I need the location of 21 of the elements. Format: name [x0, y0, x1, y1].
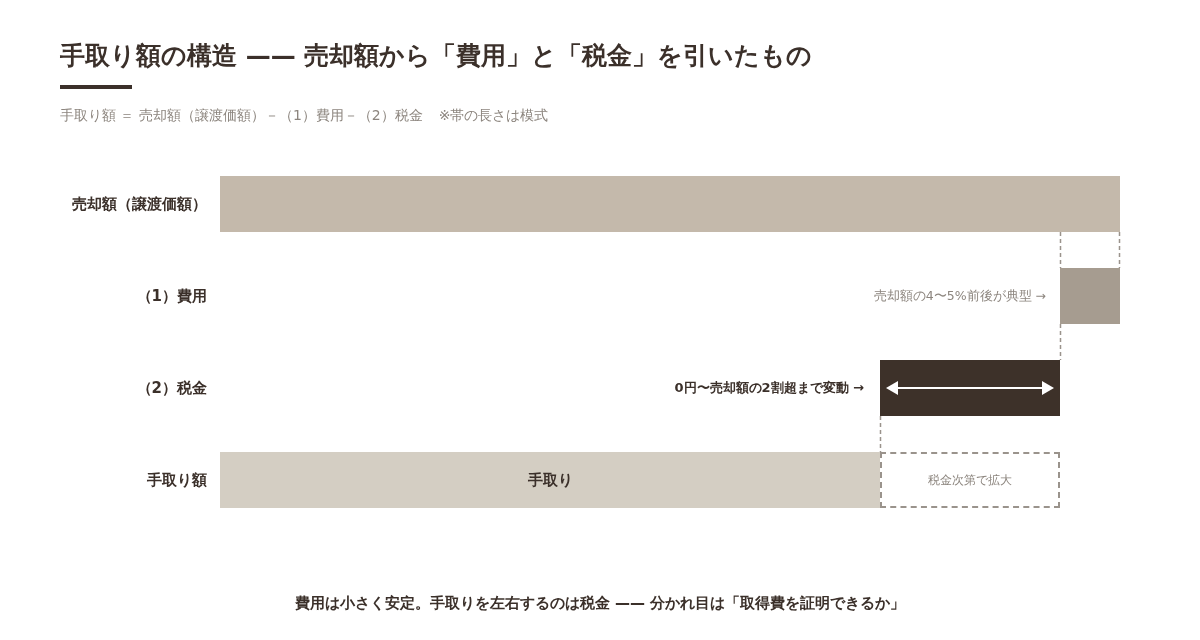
dashed-box: [880, 452, 1060, 508]
row-label: 売却額（譲渡価額）: [72, 194, 207, 214]
annotation: 売却額の4〜5%前後が典型 →: [873, 287, 1046, 305]
box-text: 税金次第で拡大: [928, 472, 1012, 489]
guide-line: [1059, 323, 1062, 361]
formula-text: 手取り額 ＝ 売却額（譲渡価額）－（1）費用－（2）税金: [60, 106, 423, 125]
caption: 費用は小さく安定。手取りを左右するのは税金 —— 分かれ目は「取得費を証明できるか」: [294, 593, 906, 614]
sale-amount-bar: [220, 176, 1120, 232]
tax-bar: [880, 360, 1060, 416]
note-text: ※帯の長さは模式: [438, 106, 549, 125]
bar-label: 手取り: [527, 470, 573, 490]
row-label: （2）税金: [136, 378, 207, 398]
guide-line: [1059, 231, 1062, 269]
guide-line: [879, 415, 882, 453]
row-label: 手取り額: [147, 470, 207, 490]
take-home-bar: [220, 452, 880, 508]
title: 手取り額の構造 —— 売却額から「費用」と「税金」を引いたもの: [60, 40, 813, 72]
cost-bar: [1060, 268, 1120, 324]
guide-line: [1118, 231, 1121, 269]
row-label: （1）費用: [136, 286, 207, 306]
annotation: 0円〜売却額の2割超まで変動 →: [674, 379, 864, 397]
